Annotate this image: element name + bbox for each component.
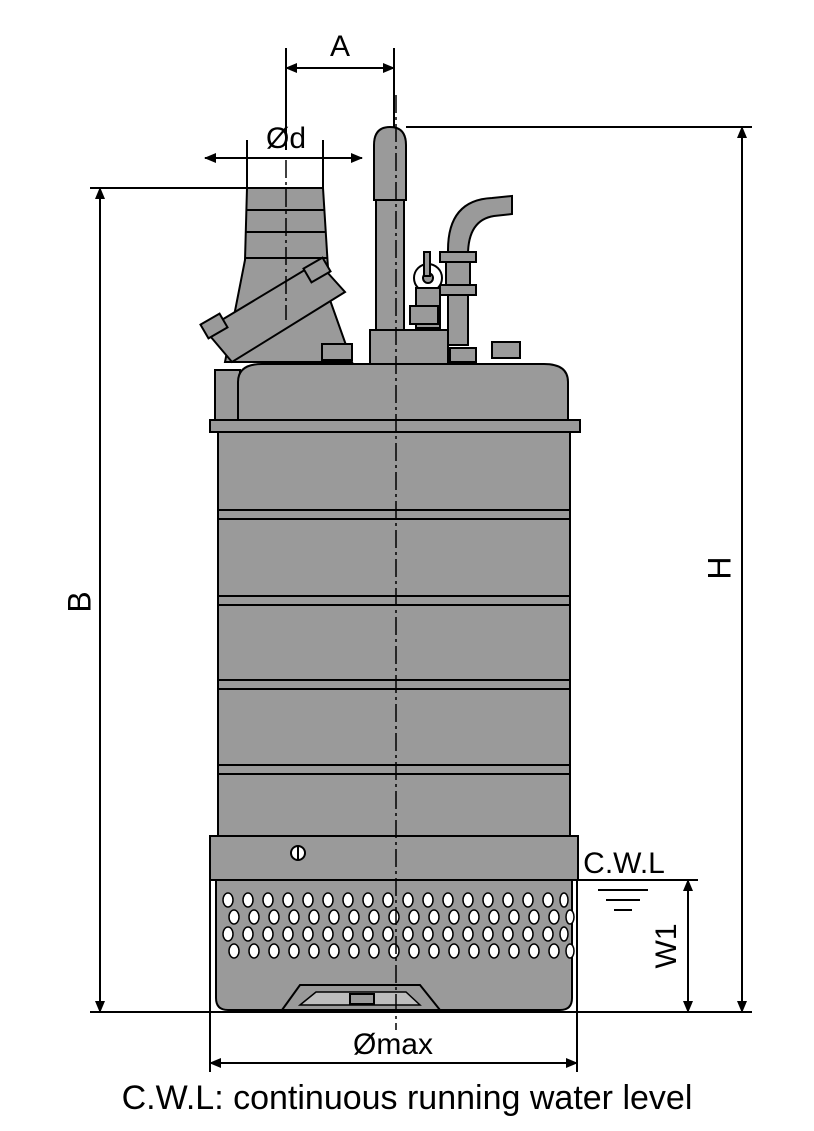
dim-a-label: A (330, 30, 350, 63)
cover-bolt (321, 343, 353, 361)
top-bolt (409, 305, 439, 325)
strainer-holes (222, 892, 575, 959)
dim-max-label: Ømax (353, 1028, 433, 1061)
power-cable (439, 194, 513, 346)
dim-b-label: B (61, 591, 97, 612)
outlet-flange (199, 256, 347, 364)
dim-d-label: Ød (266, 122, 306, 155)
foot-bolt (349, 993, 375, 1005)
dimension-lines (90, 48, 752, 1072)
center-lines (285, 95, 397, 1030)
support-block (214, 369, 241, 421)
cover-bolt (491, 341, 521, 359)
cover-bolt (449, 347, 477, 363)
dim-h-label: H (701, 556, 737, 579)
lifting-handle (373, 125, 407, 331)
motor-housing (217, 431, 571, 837)
lower-collar (209, 835, 579, 881)
pump-illustration (199, 125, 581, 1011)
handle-base (369, 329, 449, 365)
diagram-caption: C.W.L: continuous running water level (121, 1079, 693, 1117)
flange-plate (209, 419, 581, 433)
dim-w1-label: W1 (650, 924, 683, 969)
top-cover (237, 363, 569, 421)
cwl-label: C.W.L (583, 847, 665, 880)
